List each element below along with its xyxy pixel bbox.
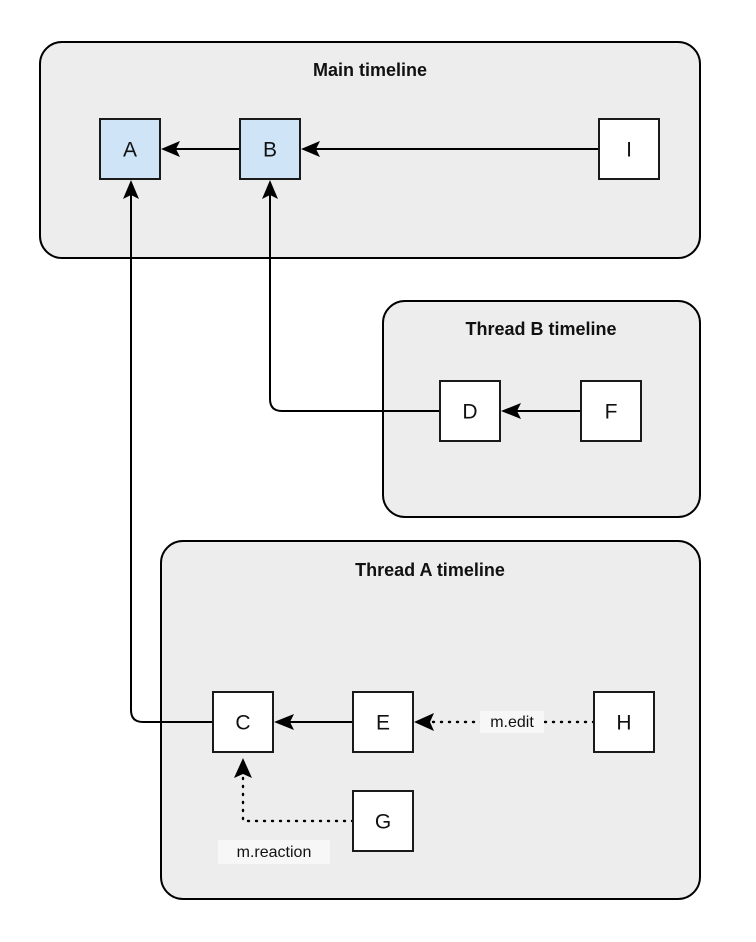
edge-E-to-C[interactable] [274, 714, 353, 730]
node-E[interactable]: E [352, 691, 414, 753]
node-H-box [593, 691, 655, 753]
node-E-label: E [376, 712, 390, 735]
edge-H-to-E-arrowhead [414, 713, 434, 731]
edge-I-to-B[interactable] [301, 141, 599, 157]
node-E-box [352, 691, 414, 753]
group-main-timeline-title: Main timeline [313, 60, 427, 80]
node-F-label: F [605, 401, 618, 424]
node-D[interactable]: D [439, 380, 501, 442]
node-B-label: B [263, 139, 277, 162]
edge-C-to-A[interactable] [123, 180, 213, 723]
node-H[interactable]: H [593, 691, 655, 753]
node-A[interactable]: A [99, 118, 161, 180]
node-I[interactable]: I [598, 118, 660, 180]
edge-F-to-D-arrowhead [501, 403, 521, 419]
node-F[interactable]: F [580, 380, 642, 442]
node-D-box [439, 380, 501, 442]
node-F-box [580, 380, 642, 442]
node-C[interactable]: C [212, 691, 274, 753]
node-B-box [239, 118, 301, 180]
node-B[interactable]: B [239, 118, 301, 180]
edge-D-to-B-arrowhead [262, 180, 278, 199]
edge-C-to-A-line [130, 187, 213, 723]
node-G-label: G [375, 811, 391, 834]
edge-G-to-C[interactable]: m.reaction [218, 758, 355, 864]
node-I-box [598, 118, 660, 180]
edge-B-to-A-arrowhead [161, 141, 180, 157]
edge-E-to-C-arrowhead [274, 714, 294, 730]
group-thread-b-timeline[interactable]: Thread B timeline [382, 300, 701, 518]
group-thread-b-timeline-box [382, 300, 701, 518]
edge-D-to-B-line [269, 187, 440, 412]
node-I-label: I [626, 139, 632, 162]
nodes-layer: A B I D F C [99, 118, 660, 852]
edge-G-to-C-label: m.reaction [237, 844, 312, 861]
node-D-label: D [462, 401, 477, 424]
edge-G-to-C-arrowhead [234, 758, 252, 778]
node-H-label: H [616, 712, 631, 735]
edge-F-to-D[interactable] [501, 403, 581, 419]
node-A-label: A [123, 139, 137, 162]
edge-H-to-E[interactable]: m.edit [414, 711, 596, 733]
edges-layer: m.edit m.reaction [123, 141, 599, 864]
node-C-label: C [235, 712, 250, 735]
edge-G-to-C-label-bg [218, 840, 330, 864]
node-G-box [352, 790, 414, 852]
group-thread-b-timeline-title: Thread B timeline [465, 319, 616, 339]
edge-C-to-A-arrowhead [123, 180, 139, 199]
edge-D-to-B[interactable] [262, 180, 440, 412]
node-G[interactable]: G [352, 790, 414, 852]
edge-B-to-A[interactable] [161, 141, 240, 157]
edge-H-to-E-label-bg [480, 711, 544, 733]
edge-H-to-E-label: m.edit [490, 714, 534, 731]
node-A-box [99, 118, 161, 180]
node-C-box [212, 691, 274, 753]
group-thread-a-timeline-title: Thread A timeline [355, 560, 505, 580]
edge-I-to-B-arrowhead [301, 141, 320, 157]
